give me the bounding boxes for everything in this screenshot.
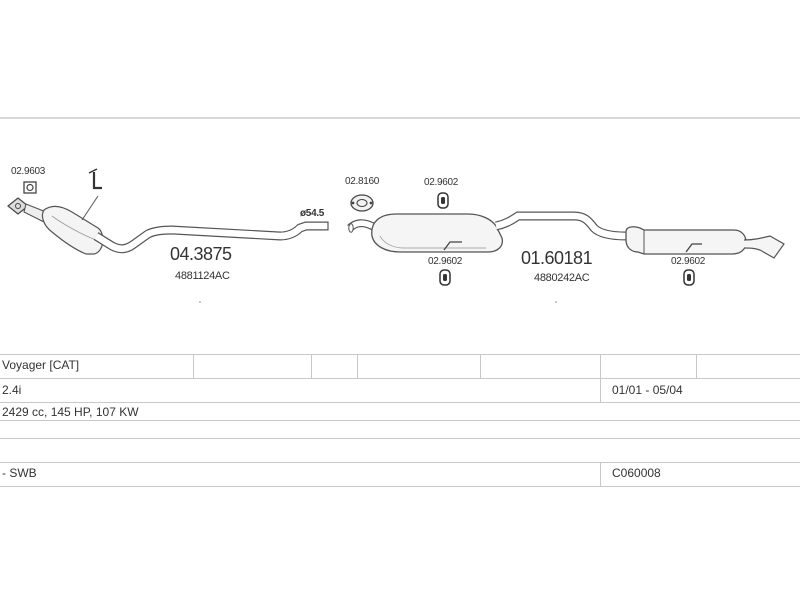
table-line xyxy=(0,354,800,355)
front-pipe-fill xyxy=(94,222,328,253)
table-line xyxy=(0,486,800,487)
table-column-divider xyxy=(696,354,697,378)
hanger-icon-rear xyxy=(683,269,695,286)
vehicle-model: Voyager [CAT] xyxy=(2,358,80,372)
center-muffler-hanger-hook xyxy=(443,241,462,251)
engine-type: 2.4i xyxy=(2,383,22,397)
catalytic-converter xyxy=(41,205,104,255)
table-column-divider xyxy=(480,354,481,378)
table-line xyxy=(0,462,800,463)
front-flange-hole xyxy=(15,203,21,209)
front-section-dot xyxy=(199,301,201,303)
hanger-icon-mid xyxy=(439,269,451,286)
rear-section-number: 01.60181 xyxy=(521,248,593,268)
gasket-icon-hole xyxy=(356,198,368,208)
sensor-bracket-icon xyxy=(92,172,102,190)
table-line xyxy=(0,438,800,439)
rear-section-dot xyxy=(555,301,557,303)
table-line xyxy=(0,402,800,403)
sensor-stem xyxy=(88,168,98,174)
center-muffler xyxy=(371,213,504,253)
rear-section-oe-number: 4880242AC xyxy=(534,272,590,284)
sensor-leader xyxy=(81,195,99,221)
production-date-range: 01/01 - 05/04 xyxy=(612,383,683,397)
gasket-icon xyxy=(350,194,374,212)
body-variant: - SWB xyxy=(2,466,37,480)
clamp-icon xyxy=(23,181,37,194)
table-column-divider xyxy=(357,354,358,378)
front-section-oe-number: 4881124AC xyxy=(175,270,230,282)
front-section-number: 04.3875 xyxy=(170,244,232,264)
system-code: C060008 xyxy=(612,466,661,480)
table-column-divider xyxy=(193,354,194,378)
table-column-divider xyxy=(600,354,601,402)
hanger-icon-top xyxy=(437,192,449,209)
gasket-bolt-left xyxy=(351,201,355,205)
table-line xyxy=(0,378,800,379)
mid-pipe-fill xyxy=(495,212,627,240)
gasket-bolt-right xyxy=(369,201,373,205)
center-muffler-shade xyxy=(379,235,486,249)
table-column-divider xyxy=(311,354,312,378)
table-line xyxy=(0,420,800,421)
hanger-top-part-number: 02.9602 xyxy=(424,177,459,188)
tailpipe xyxy=(743,235,785,259)
rear-muffler-hanger-hook xyxy=(685,243,702,253)
catalytic-converter-shade xyxy=(51,215,97,241)
table-column-divider xyxy=(600,462,601,486)
pipe-diameter-label: ø54.5 xyxy=(300,208,325,219)
clamp-icon-center xyxy=(26,183,34,192)
rear-inlet-end xyxy=(348,223,354,233)
clamp-part-number: 02.9603 xyxy=(11,166,46,177)
engine-specs: 2429 cc, 145 HP, 107 KW xyxy=(2,405,139,419)
hanger-mid-part-number: 02.9602 xyxy=(428,256,463,267)
gasket-part-number: 02.8160 xyxy=(345,176,380,187)
exhaust-diagram xyxy=(0,117,800,303)
hanger-rear-part-number: 02.9602 xyxy=(671,256,706,267)
